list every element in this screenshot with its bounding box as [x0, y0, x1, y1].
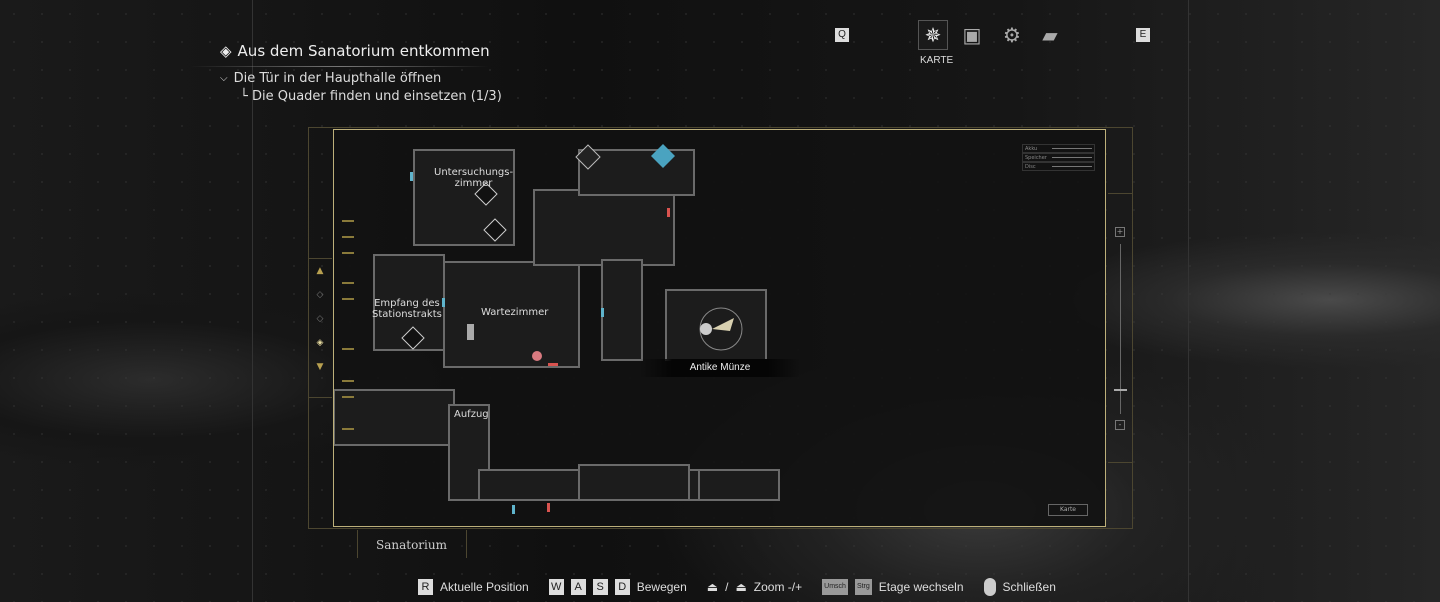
hint-change-floor: Etage wechseln — [878, 580, 964, 594]
unlocked-doors — [410, 172, 604, 514]
alert-marker-icon — [474, 182, 498, 206]
map-outer-frame — [308, 127, 1133, 529]
herb-icon — [532, 351, 542, 361]
zoom-thumb[interactable] — [1114, 388, 1127, 391]
key-a: A — [570, 579, 586, 595]
map-button[interactable]: Karte — [1048, 504, 1088, 516]
key-w: W — [548, 579, 564, 595]
corridor-east — [601, 259, 643, 361]
tab-inventory[interactable]: ▣ — [957, 20, 987, 50]
main-objective: Aus dem Sanatorium entkommen — [237, 42, 490, 60]
key-shift: Umsch — [822, 579, 848, 595]
room-bottom-1 — [578, 464, 690, 501]
hint-zoom: Zoom -/+ — [753, 580, 803, 594]
room-label-examination: Untersuchungs- zimmer — [434, 167, 514, 189]
room-label-reception: Empfang des Stationstrakts — [372, 298, 442, 320]
key-d: D — [614, 579, 630, 595]
player-arrow-icon — [712, 318, 734, 331]
typewriter-marker-icon — [483, 218, 507, 242]
ruler-ticks — [342, 220, 354, 430]
objective-diamond-icon: ◈ — [220, 42, 232, 60]
floor-marker-icon[interactable]: ◇ — [316, 314, 324, 324]
hint-current-position: Aktuelle Position — [440, 580, 529, 594]
divider — [252, 0, 253, 602]
zoom-track — [1120, 244, 1121, 414]
coin-icon — [700, 323, 712, 335]
task-objective: Die Quader finden und einsetzen (1/3) — [251, 89, 502, 104]
room-bottom-2 — [698, 469, 780, 501]
status-panel: Akku Speicher Disc — [1022, 144, 1095, 171]
map-view[interactable]: Untersuchungs- zimmer Empfang des Statio… — [333, 129, 1106, 527]
tab-map[interactable]: ✵ — [918, 20, 948, 50]
status-label: Speicher — [1025, 154, 1047, 161]
item-marker-icon — [575, 144, 601, 170]
floor-down-arrow-icon[interactable]: ▼ — [316, 362, 324, 372]
tab-map-label: KARTE — [920, 55, 954, 66]
statue-icon — [467, 324, 474, 340]
zoom-in-icon[interactable]: + — [1115, 227, 1125, 237]
key-ctrl: Strg — [854, 579, 872, 595]
mouse-icon — [983, 578, 996, 596]
objective-marker-icon — [651, 144, 675, 168]
folder-icon: ▰ — [1042, 23, 1058, 47]
floor-selector: ▲ ◇ ◇ ◈ ▼ — [308, 258, 332, 398]
sub-objective: Die Tür in der Haupthalle öffnen — [233, 71, 442, 86]
room-hall — [533, 189, 675, 266]
room-waiting — [443, 261, 580, 368]
tab-settings[interactable]: ⚙ — [997, 20, 1027, 50]
prev-tab-key[interactable]: Q — [835, 28, 849, 42]
floor-plan — [334, 144, 780, 514]
room-label-waiting: Wartezimmer — [481, 307, 549, 318]
objectives-panel: ◈ Aus dem Sanatorium entkommen ⌵ Die Tür i… — [190, 42, 502, 104]
tab-files[interactable]: ▰ — [1035, 20, 1065, 50]
zoom-out-icon[interactable]: - — [1115, 420, 1125, 430]
bag-icon: ▣ — [962, 23, 982, 47]
current-floor-marker-icon[interactable]: ◈ — [316, 338, 324, 348]
chevron-down-icon: ⌵ — [220, 73, 228, 84]
status-label: Akku — [1025, 145, 1038, 152]
keyhole-marker-icon — [401, 326, 425, 350]
gears-icon: ⚙ — [1003, 23, 1021, 47]
key-s: S — [592, 579, 608, 595]
zoom-slider[interactable]: + - — [1108, 193, 1133, 463]
floor-up-arrow-icon[interactable]: ▲ — [316, 266, 324, 276]
hint-close: Schließen — [1002, 580, 1056, 594]
corridor-elevator — [334, 389, 455, 446]
next-tab-key[interactable]: E — [1136, 28, 1150, 42]
hint-move: Bewegen — [636, 580, 687, 594]
room-label-elevator: Aufzug — [454, 409, 489, 420]
item-tooltip: Antike Münze — [640, 359, 800, 377]
control-hints: R Aktuelle Position W A S D Bewegen ⏏ / … — [418, 578, 1056, 596]
separator: / — [725, 580, 729, 594]
floor-name: Sanatorium — [357, 530, 467, 558]
trigger-left-icon: ⏏ — [706, 580, 719, 594]
divider — [190, 66, 490, 67]
locked-doors — [547, 208, 670, 512]
room-stairs — [665, 289, 767, 361]
compass-icon: ✵ — [924, 23, 942, 47]
status-label: Disc — [1025, 163, 1036, 170]
divider — [1188, 0, 1189, 602]
floor-marker-icon[interactable]: ◇ — [316, 290, 324, 300]
key-r: R — [418, 579, 433, 595]
trigger-right-icon: ⏏ — [735, 580, 747, 594]
menu-tabs: Q ✵ KARTE ▣ ⚙ ▰ E — [830, 20, 1160, 70]
